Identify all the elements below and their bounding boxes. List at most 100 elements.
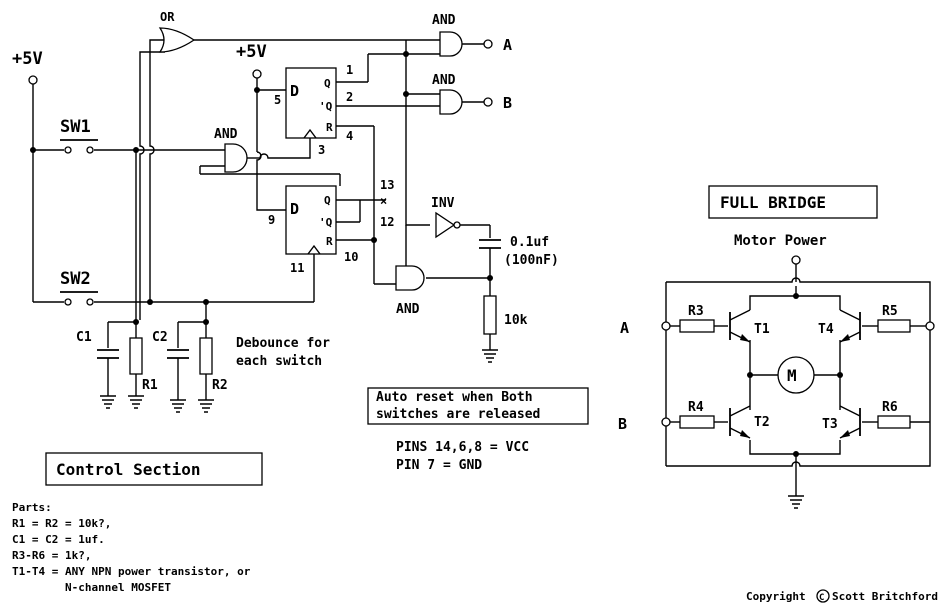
ff1-q-label: Q xyxy=(324,77,331,90)
t1-label: T1 xyxy=(754,322,770,337)
pin-13: 13 xyxy=(380,178,394,192)
vcc-terminal-left xyxy=(28,75,38,85)
output-b-label: B xyxy=(503,94,512,112)
bridge-input-a-terminal xyxy=(661,321,671,331)
transistor-t2 xyxy=(729,405,751,439)
vcc-label-left: +5V xyxy=(12,49,43,69)
and-gate-b xyxy=(439,89,493,115)
r3-label: R3 xyxy=(688,304,704,319)
vcc-terminal-ff xyxy=(252,69,262,79)
bridge-cross-terminal xyxy=(925,321,935,331)
resistor-r2 xyxy=(199,337,213,400)
parts-heading: Parts: xyxy=(12,501,52,514)
and-gate-a xyxy=(439,31,493,57)
transistor-t1 xyxy=(729,309,751,343)
pin-10: 10 xyxy=(344,250,358,264)
switch-sw1 xyxy=(60,139,98,154)
r5-label: R5 xyxy=(882,304,898,319)
ff2-qbar-label: 'Q xyxy=(319,216,333,229)
cap-reset-value: 0.1uf xyxy=(510,235,549,250)
and-gate-b-label: AND xyxy=(432,73,456,88)
capacitor-c2 xyxy=(167,349,189,400)
ff2-d-label: D xyxy=(290,200,299,218)
pin-1: 1 xyxy=(346,63,353,77)
sw1-label: SW1 xyxy=(60,117,91,137)
pin-9: 9 xyxy=(268,213,275,227)
pin-12: 12 xyxy=(380,215,394,229)
bridge-ground-icon xyxy=(788,495,804,509)
copyright-author: Scott Britchford xyxy=(832,590,938,603)
junction-dots xyxy=(30,51,493,325)
full-bridge-wires xyxy=(665,255,931,496)
pin-5: 5 xyxy=(274,93,281,107)
bridge-input-a-label: A xyxy=(620,319,629,337)
vcc-label-ff: +5V xyxy=(236,42,267,62)
c1-label: C1 xyxy=(76,330,92,345)
resistor-r5 xyxy=(877,319,911,333)
output-terminal-a xyxy=(483,39,493,49)
auto-reset-line2: switches are released xyxy=(376,407,540,422)
resistor-r4 xyxy=(679,415,715,429)
transistor-t4 xyxy=(839,309,861,343)
ff2-q-label: Q xyxy=(324,194,331,207)
r2-label: R2 xyxy=(212,378,228,393)
motor-power-terminal xyxy=(791,255,801,265)
auto-reset-line1: Auto reset when Both xyxy=(376,390,533,405)
motor-icon xyxy=(777,356,815,394)
flip-flop-1 xyxy=(285,67,337,139)
bridge-input-b-terminal xyxy=(661,417,671,427)
inverter xyxy=(435,211,461,239)
r4-label: R4 xyxy=(688,400,704,415)
pin-11: 11 xyxy=(290,261,304,275)
and-gate-debounce xyxy=(224,143,248,173)
full-bridge-title: FULL BRIDGE xyxy=(720,193,826,212)
bridge-input-b-label: B xyxy=(618,415,627,433)
transistor-t3 xyxy=(839,405,861,439)
copyright-c: C xyxy=(819,593,824,603)
ff1-qbar-label: 'Q xyxy=(319,100,333,113)
and-gate-reset xyxy=(395,265,425,291)
pin-4: 4 xyxy=(346,129,353,143)
ff1-r-label: R xyxy=(326,121,333,134)
auto-reset-box xyxy=(367,387,589,425)
capacitor-c1 xyxy=(97,349,119,396)
debounce-note-line1: Debounce for xyxy=(236,336,330,351)
control-wires xyxy=(28,39,491,350)
pins-gnd-note: PIN 7 = GND xyxy=(396,458,482,473)
parts-line-2: C1 = C2 = 1uf. xyxy=(12,533,105,546)
pin-2: 2 xyxy=(346,90,353,104)
resistor-10k xyxy=(483,295,497,335)
labels: +5V +5V OR AND AND AND AND INV A B SW1 S… xyxy=(12,10,938,603)
pins-vcc-note: PINS 14,6,8 = VCC xyxy=(396,440,529,455)
resistor-10k-label: 10k xyxy=(504,313,528,328)
parts-line-3: R3-R6 = 1k?, xyxy=(12,549,91,562)
inverter-label: INV xyxy=(431,196,455,211)
t2-label: T2 xyxy=(754,415,770,430)
and-gate-debounce-label: AND xyxy=(214,127,238,142)
ground-icon xyxy=(100,349,498,413)
bridge-dots xyxy=(747,293,843,457)
or-gate-label: OR xyxy=(160,10,175,24)
capacitor-reset xyxy=(479,239,501,249)
motor-label: M xyxy=(787,366,797,385)
control-section-box xyxy=(45,452,263,486)
resistor-r1 xyxy=(129,337,143,396)
and-gate-a-label: AND xyxy=(432,13,456,28)
c2-label: C2 xyxy=(152,330,168,345)
resistor-r3 xyxy=(679,319,715,333)
resistor-r6 xyxy=(877,415,911,429)
flip-flop-2 xyxy=(285,185,337,255)
output-terminal-b xyxy=(483,97,493,107)
debounce-note-line2: each switch xyxy=(236,354,322,369)
pin-3: 3 xyxy=(318,143,325,157)
r6-label: R6 xyxy=(882,400,898,415)
parts-line-5: N-channel MOSFET xyxy=(12,581,171,594)
output-a-label: A xyxy=(503,36,512,54)
and-gate-reset-label: AND xyxy=(396,302,420,317)
parts-line-4: T1-T4 = ANY NPN power transistor, or xyxy=(12,565,251,578)
t4-label: T4 xyxy=(818,322,834,337)
full-bridge-box xyxy=(708,185,878,219)
cap-reset-value-nf: (100nF) xyxy=(504,253,559,268)
